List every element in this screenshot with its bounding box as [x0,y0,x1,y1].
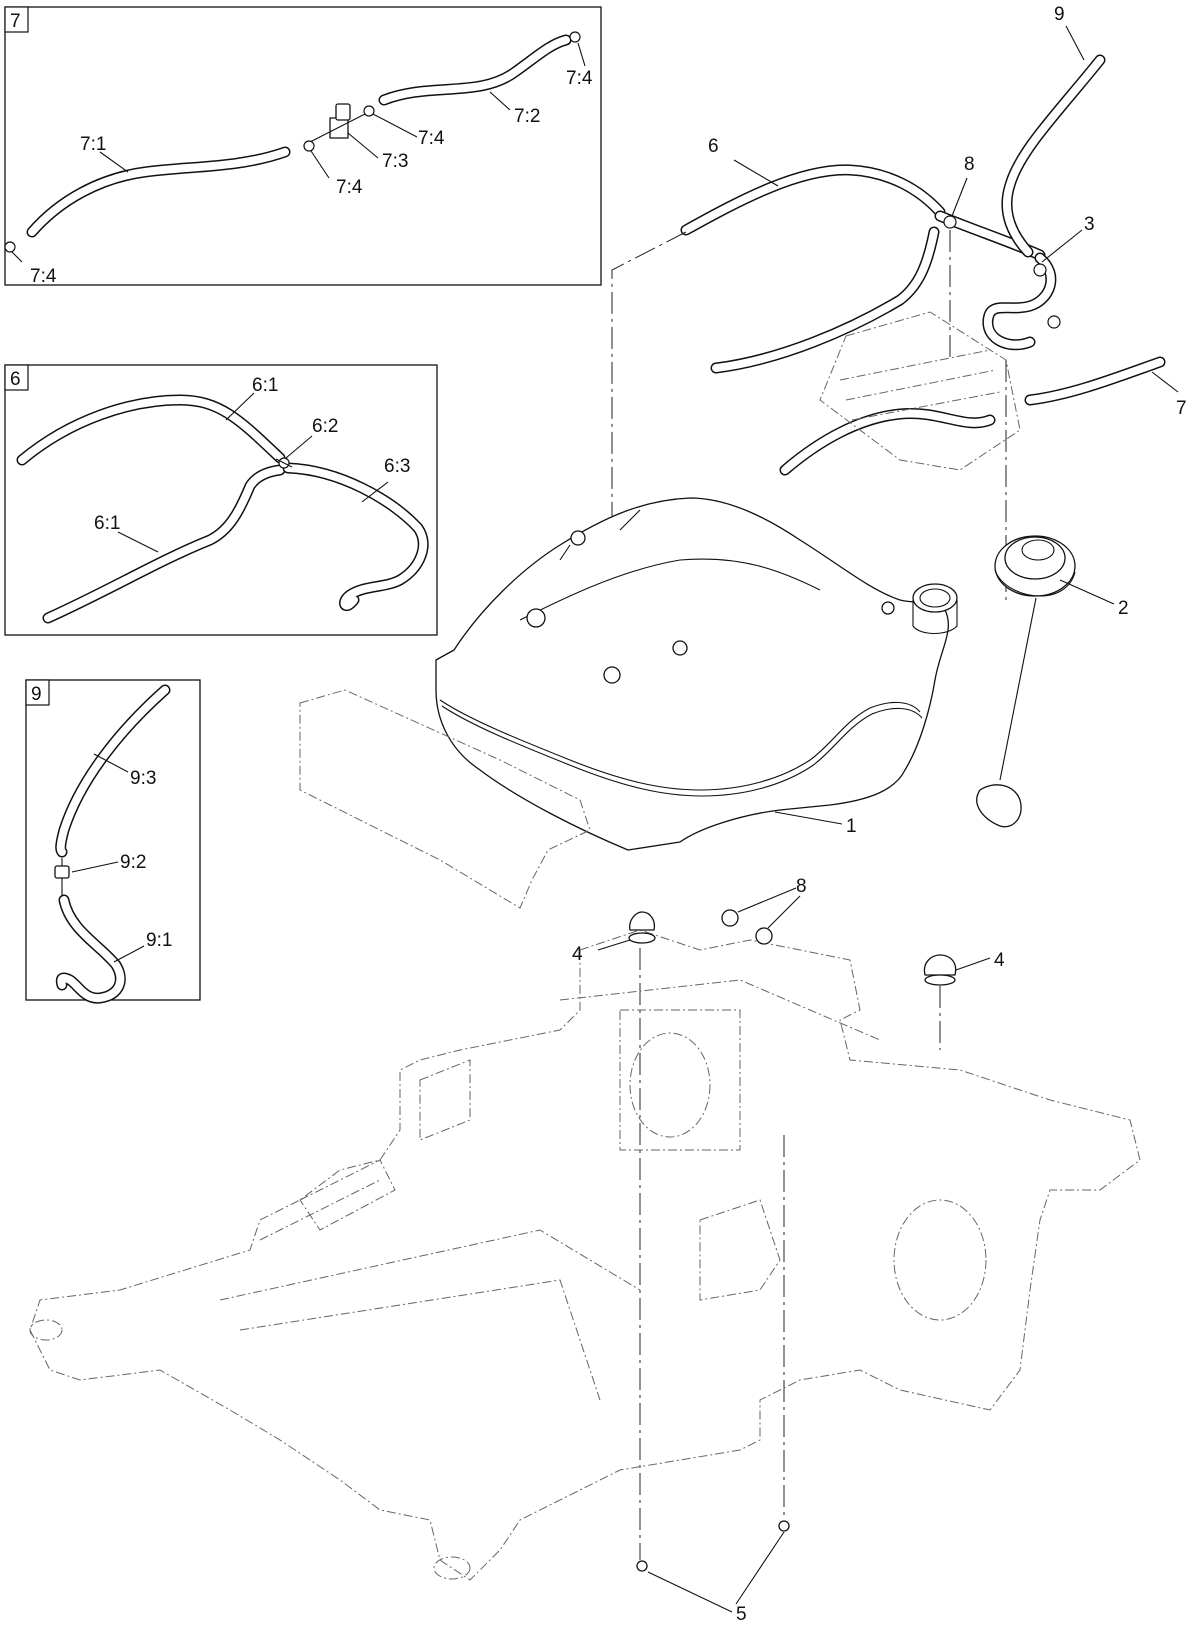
label-7-3: 7:3 [382,151,408,172]
inset-9-hose-lower [55,894,126,1004]
tank-mount-bracket [819,311,1021,471]
inset-6-hose-lower [42,464,286,624]
callout-1: 1 [846,816,857,837]
inset-6-tag: 6 [10,369,21,390]
callout-9: 9 [1054,4,1065,25]
callout-8a: 8 [964,154,975,175]
label-7-4c: 7:4 [566,68,593,89]
callout-5: 5 [736,1604,747,1625]
label-7-4d: 7:4 [30,266,57,287]
fuel-tank [435,497,958,851]
label-6-3: 6:3 [384,456,410,477]
inset-6-hose-right [282,462,429,612]
callout-7: 7 [1176,398,1187,419]
main-hose-7 [779,356,1166,476]
inset-9: 9 9:3 9:2 9:1 [25,679,201,1004]
label-9-3: 9:3 [130,768,156,789]
main-hose-6 [680,164,1057,374]
inset-7-hose-right [378,34,572,106]
fuel-cap [976,535,1076,828]
inset-7-hose-left [26,146,291,238]
chassis-frame-phantom [29,689,1141,1581]
inset-7-tee-fitting [309,103,366,143]
label-6-2: 6:2 [312,416,338,437]
filler-neck [912,583,958,635]
callout-6: 6 [708,136,719,157]
label-7-1: 7:1 [80,134,106,155]
main-clamps-3-8 [943,215,1061,329]
label-6-1a: 6:1 [252,375,278,396]
inset-7-tag: 7 [10,11,21,32]
inset-6-hose-upper [16,394,286,466]
inset-7-clamps [4,31,581,253]
alignment-lines [611,230,1007,1560]
inset-7: 7 7:1 7:2 7:3 7:4 7:4 7:4 [4,6,602,287]
callout-4a: 4 [572,944,583,965]
label-7-2: 7:2 [514,106,540,127]
inset-6-tee-fitting [275,457,293,469]
inset-9-hose-upper [55,684,171,858]
main-hose-9 [1001,54,1106,258]
tank-fittings [526,530,895,684]
inset-9-fitting [54,858,70,895]
label-7-4b: 7:4 [336,177,363,198]
inset-9-tag: 9 [31,684,42,705]
callout-4b: 4 [994,950,1005,971]
label-6-1b: 6:1 [94,513,120,534]
label-9-1: 9:1 [146,930,172,951]
callouts: 1 2 3 4 4 5 6 7 8 8 9 [572,4,1187,1625]
callout-3: 3 [1084,214,1095,235]
label-7-4a: 7:4 [418,128,445,149]
inset-6: 6 6:1 6:2 6:3 6:1 [4,364,438,636]
label-9-2: 9:2 [120,852,146,873]
isolator-parts [628,909,957,1572]
callout-8b: 8 [796,876,807,897]
callout-2: 2 [1118,598,1129,619]
